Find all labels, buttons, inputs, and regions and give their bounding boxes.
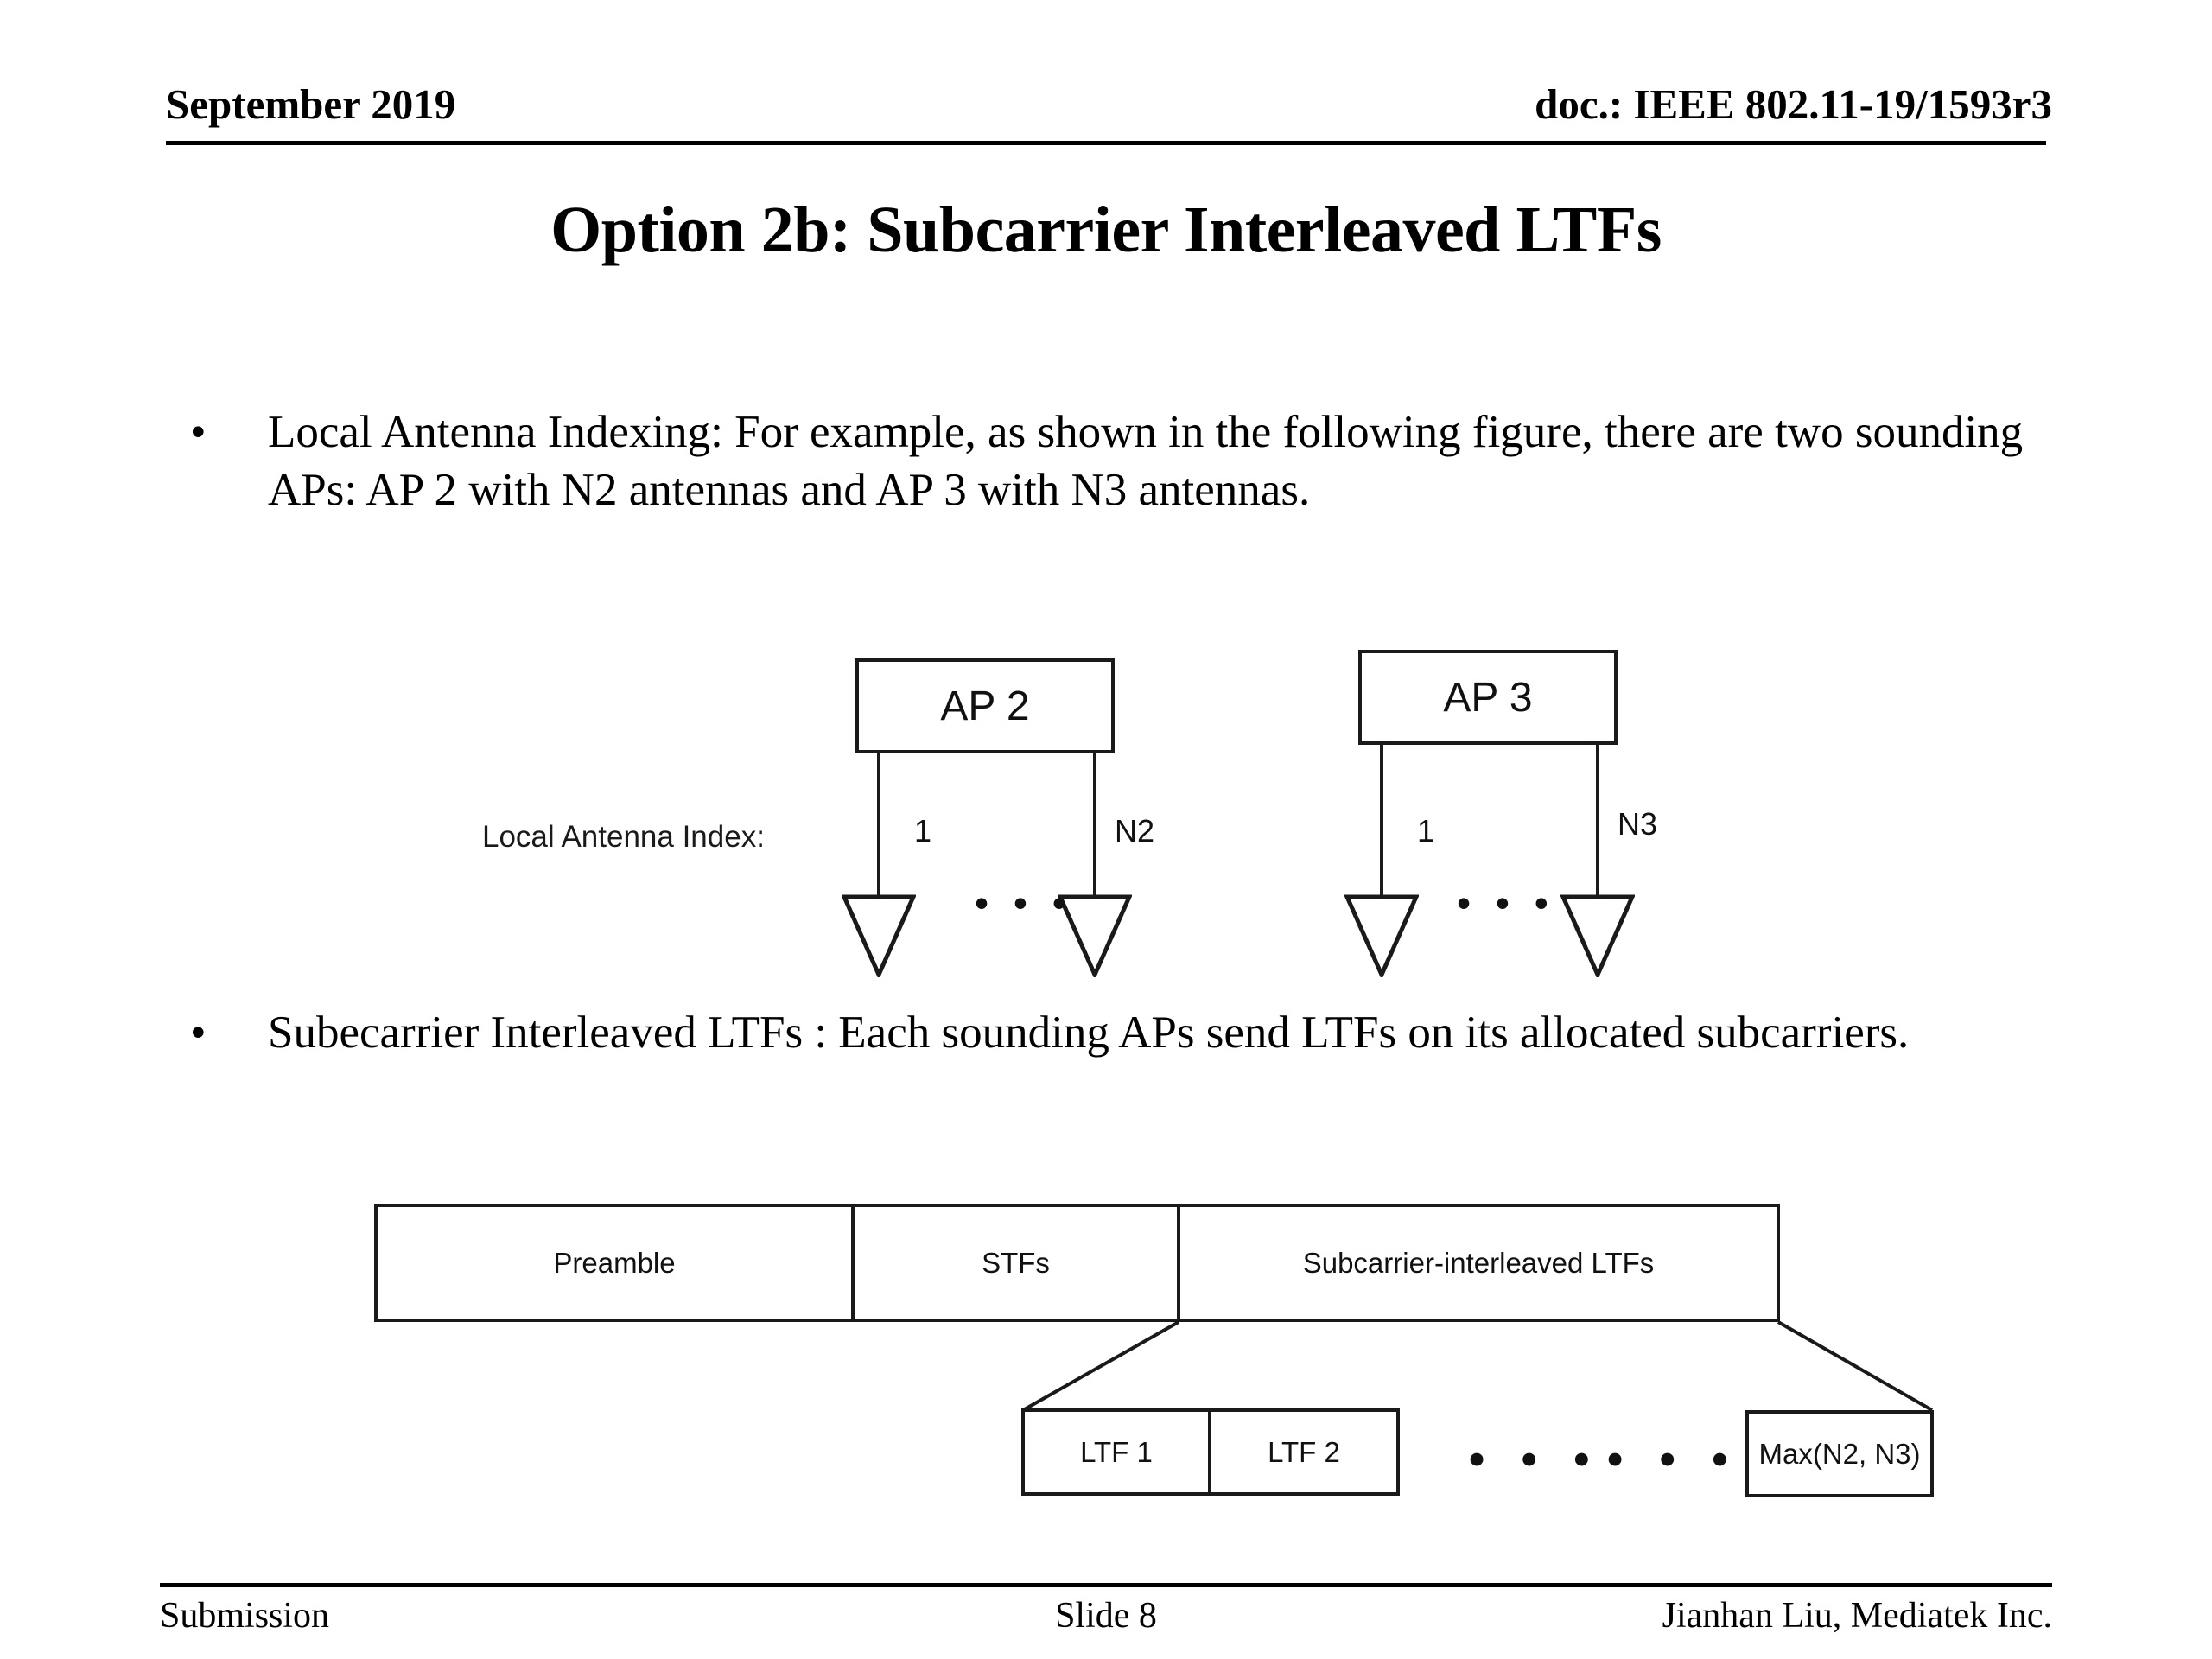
footer-slide-number: Slide 8 — [1055, 1596, 1157, 1636]
footer-author: Jianhan Liu, Mediatek Inc. — [1662, 1596, 2052, 1636]
ap3-index-first: 1 — [1417, 813, 1435, 849]
packet-field-label: STFs — [982, 1246, 1050, 1279]
ap2-antenna-line-first — [877, 752, 880, 897]
ltf-detail-box-1: LTF 1 — [1021, 1408, 1211, 1496]
footer-divider — [160, 1583, 2052, 1587]
ltf-ellipsis-left: • • • — [1469, 1434, 1602, 1484]
ap2-box: AP 2 — [855, 658, 1115, 753]
bullet-text: Subecarrier Interleaved LTFs : Each soun… — [268, 1007, 1910, 1058]
ap3-label: AP 3 — [1443, 674, 1533, 721]
ap2-antenna-triangle-first — [842, 894, 916, 977]
packet-field-label: Subcarrier-interleaved LTFs — [1302, 1246, 1655, 1279]
ltf-detail-box-2: LTF 2 — [1208, 1408, 1400, 1496]
ap3-antenna-triangle-first — [1344, 894, 1419, 977]
bullet-marker: • — [190, 1007, 207, 1058]
packet-field-subcarrier-interleaved-ltfs: Subcarrier-interleaved LTFs — [1177, 1204, 1780, 1322]
page-title: Option 2b: Subcarrier Interleaved LTFs — [550, 194, 1662, 266]
ap3-antenna-line-last — [1596, 743, 1599, 897]
ltf-detail-label: Max(N2, N3) — [1758, 1437, 1921, 1470]
ap2-label: AP 2 — [940, 683, 1030, 729]
ap3-ellipsis: • • • — [1457, 880, 1555, 925]
ap2-index-first: 1 — [914, 813, 932, 849]
ltf-detail-box-max: Max(N2, N3) — [1745, 1410, 1934, 1497]
ap3-antenna-triangle-last — [1560, 894, 1635, 977]
local-antenna-index-label: Local Antenna Index: — [482, 820, 765, 854]
ap3-index-last: N3 — [1618, 806, 1658, 842]
header-doc-id: doc.: IEEE 802.11-19/1593r3 — [1535, 80, 2052, 128]
header-date: September 2019 — [166, 80, 456, 128]
bullet-text: Local Antenna Indexing: For example, as … — [268, 407, 2024, 515]
footer-submission: Submission — [160, 1596, 330, 1636]
ap2-index-last: N2 — [1115, 813, 1155, 849]
ap3-box: AP 3 — [1358, 650, 1618, 745]
bullet-item-2: • Subecarrier Interleaved LTFs : Each so… — [190, 1004, 2039, 1062]
ap2-antenna-line-last — [1093, 752, 1096, 897]
packet-field-label: Preamble — [553, 1246, 676, 1279]
ap2-antenna-triangle-last — [1058, 894, 1132, 977]
ap2-ellipsis: • • • — [975, 880, 1073, 925]
bullet-item-1: • Local Antenna Indexing: For example, a… — [190, 404, 2039, 519]
header-divider — [166, 141, 2046, 145]
ltf-ellipsis-right: • • • — [1607, 1434, 1740, 1484]
ltf-detail-label: LTF 2 — [1268, 1435, 1340, 1468]
bullet-marker: • — [190, 407, 207, 457]
packet-field-stfs: STFs — [851, 1204, 1180, 1322]
packet-field-preamble: Preamble — [374, 1204, 855, 1322]
ltf-detail-label: LTF 1 — [1080, 1435, 1153, 1468]
ap3-antenna-line-first — [1380, 743, 1383, 897]
